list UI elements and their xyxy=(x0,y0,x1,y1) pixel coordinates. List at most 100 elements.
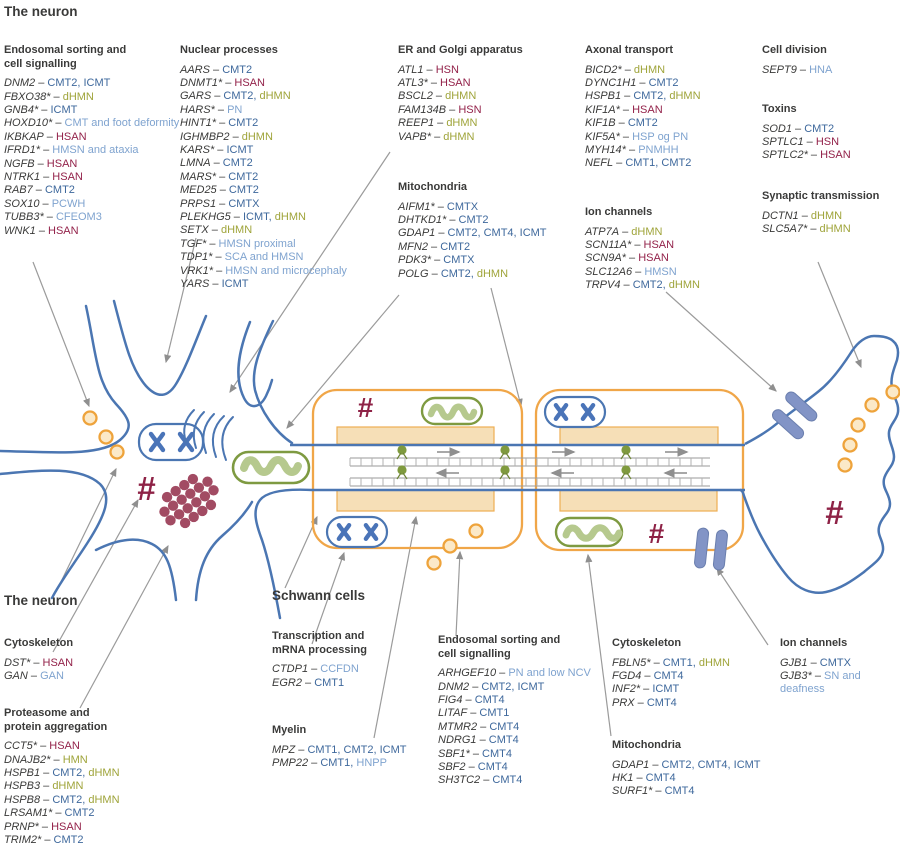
gene-entry: TRPV4 – CMT2, dHMN xyxy=(585,279,700,292)
gene-entry: MYH14* – PNMHH xyxy=(585,144,679,157)
gene-entry: DNM2 – CMT2, ICMT xyxy=(4,77,111,90)
hash-icon-schwann-2: # xyxy=(648,518,664,549)
annotation-arrows xyxy=(32,151,862,739)
annotation-arrow xyxy=(55,467,117,593)
hash-icon-schwann-1: # xyxy=(357,392,373,423)
microtubule-tracks xyxy=(349,457,710,487)
gene-entry: TDP1* – SCA and HMSN xyxy=(180,251,304,264)
gene-entry: NTRK1 – HSAN xyxy=(4,171,83,184)
gene-entry: REEP1 – dHMN xyxy=(398,117,478,130)
gene-entry: HARS* – PN xyxy=(180,103,243,116)
schwann-cells-label: Schwann cells xyxy=(272,588,366,603)
cytoskeleton-hash-icons: # # # # xyxy=(137,392,844,549)
vesicle-icon xyxy=(109,444,125,460)
group-header: Synaptic transmission xyxy=(762,190,880,202)
gene-entry: MFN2 – CMT2 xyxy=(398,240,471,253)
vesicle-icon xyxy=(82,410,98,426)
annotation-arrow xyxy=(716,566,769,646)
gene-entry: CCT5* – HSAN xyxy=(4,740,80,753)
gene-entry: SCN11A* – HSAN xyxy=(585,239,675,251)
neuron-soma xyxy=(0,299,314,620)
gene-entry: LITAF – CMT1 xyxy=(438,707,510,720)
gene-entry: GJB3* – SN and deafness xyxy=(780,670,861,696)
gene-entry: AIFM1* – CMTX xyxy=(398,200,479,213)
gene-entry: PRPS1 – CMTX xyxy=(180,197,260,210)
gene-entry: SOX10 – PCWH xyxy=(4,197,86,210)
gene-entry: TUBB3* – CFEOM3 xyxy=(4,211,102,224)
gene-entry: SOD1 – CMT2 xyxy=(762,122,835,135)
gene-entry: YARS – ICMT xyxy=(180,278,249,291)
annotation-arrow xyxy=(665,291,777,392)
gene-entry: FAM134B – HSN xyxy=(398,103,482,116)
vesicle-icon xyxy=(837,457,853,473)
annotation-arrow xyxy=(164,237,197,364)
gene-entry: GJB1 – CMTX xyxy=(780,656,851,669)
myelin-sheath-bottom-1 xyxy=(336,489,495,512)
figure-title: The neuron xyxy=(4,4,78,19)
gene-entry: BSCL2 – dHMN xyxy=(398,90,477,103)
gene-entry: INF2* – ICMT xyxy=(612,683,680,696)
nucleus-schwann-1 xyxy=(325,515,389,549)
gene-entry: LRSAM1* – CMT2 xyxy=(4,807,95,820)
gene-entry: DNAJB2* – HMN xyxy=(4,753,88,766)
annotation-arrow xyxy=(455,550,464,637)
gene-entry: IKBKAP – HSAN xyxy=(4,130,87,143)
gene-entry: KIF1B – CMT2 xyxy=(585,117,658,130)
gene-entry: MTMR2 – CMT4 xyxy=(438,720,520,733)
chromosome-icons xyxy=(148,403,596,541)
ion-channel-terminal xyxy=(772,391,818,440)
axon-terminal xyxy=(739,334,900,594)
group-header: Mitochondria xyxy=(398,181,468,193)
gene-entry: TGF* – HMSN proximal xyxy=(180,237,296,250)
gene-entry: ARHGEF10 – PN and low NCV xyxy=(438,667,591,680)
gene-entry: DYNC1H1 – CMT2 xyxy=(585,77,679,89)
gene-entry: HSPB3 – dHMN xyxy=(4,780,84,793)
gene-entry: VAPB* – dHMN xyxy=(398,130,475,143)
annotation-arrow xyxy=(585,553,612,737)
gene-entry: ATL3* – HSAN xyxy=(398,77,471,89)
gene-entry: MED25 – CMT2 xyxy=(180,184,259,197)
group-header: Myelin xyxy=(272,724,307,736)
gene-entry: SH3TC2 – CMT4 xyxy=(438,774,523,787)
gene-entry: FIG4 – CMT4 xyxy=(438,694,505,706)
gene-entry: FGD4 – CMT4 xyxy=(612,670,684,682)
annotation-arrow xyxy=(52,498,139,653)
myelin-sheath-bottom-2 xyxy=(559,489,718,512)
gene-entry: NGFB – HSAN xyxy=(4,157,78,170)
gene-entry: FBXO38* – dHMN xyxy=(4,90,94,103)
gene-entry: GAN – GAN xyxy=(4,670,64,682)
gene-entry: IGHMBP2 – dHMN xyxy=(180,130,273,143)
gene-entry: SBF1* – CMT4 xyxy=(438,747,512,760)
group-header: Axonal transport xyxy=(585,44,674,56)
annotation-arrow xyxy=(311,551,346,645)
gene-entry: FBLN5* – CMT1, dHMN xyxy=(612,656,730,669)
group-header: Ion channels xyxy=(780,637,848,649)
gene-entry: PLEKHG5 – ICMT, dHMN xyxy=(180,211,306,224)
group-header: Cytoskeleton xyxy=(4,637,74,649)
vesicle-icon xyxy=(98,429,114,445)
gene-entry: PDK3* – CMTX xyxy=(398,254,475,267)
vesicle-icon xyxy=(442,538,458,554)
gene-entry: SBF2 – CMT4 xyxy=(438,761,508,774)
group-header: Cell division xyxy=(762,44,827,56)
gene-entry: WNK1 – HSAN xyxy=(4,224,79,237)
gene-entry: POLG – CMT2, dHMN xyxy=(398,267,509,280)
gene-entry: DST* – HSAN xyxy=(4,656,74,669)
myelin-sheath-top-1 xyxy=(336,426,495,445)
protein-aggregate-icon xyxy=(159,473,219,529)
